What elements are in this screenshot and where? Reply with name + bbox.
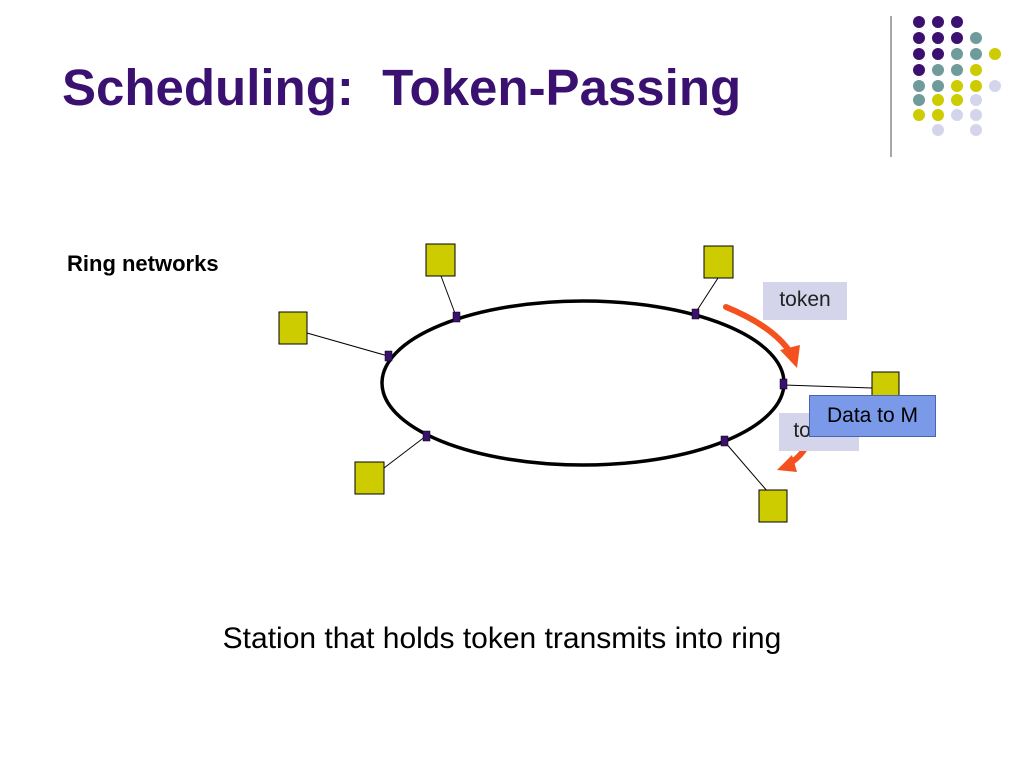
station-bottom-left: [354, 461, 385, 495]
token-arrow-down-icon: [723, 304, 800, 368]
station-top-right: [703, 245, 734, 279]
stations: [278, 243, 900, 523]
data-label: Data to M: [809, 395, 936, 437]
caption: Station that holds token transmits into …: [222, 622, 782, 655]
station-top-left: [425, 243, 456, 277]
token-label: token: [763, 282, 847, 320]
subtitle: Ring networks: [67, 251, 219, 276]
station-left: [278, 311, 308, 345]
decorative-dot-grid: [913, 16, 1001, 136]
slide-title: Scheduling: Token-Passing: [62, 59, 742, 116]
drop-lines: [306, 275, 873, 493]
ring-connectors: [384, 308, 788, 447]
station-bottom-right: [758, 489, 788, 523]
